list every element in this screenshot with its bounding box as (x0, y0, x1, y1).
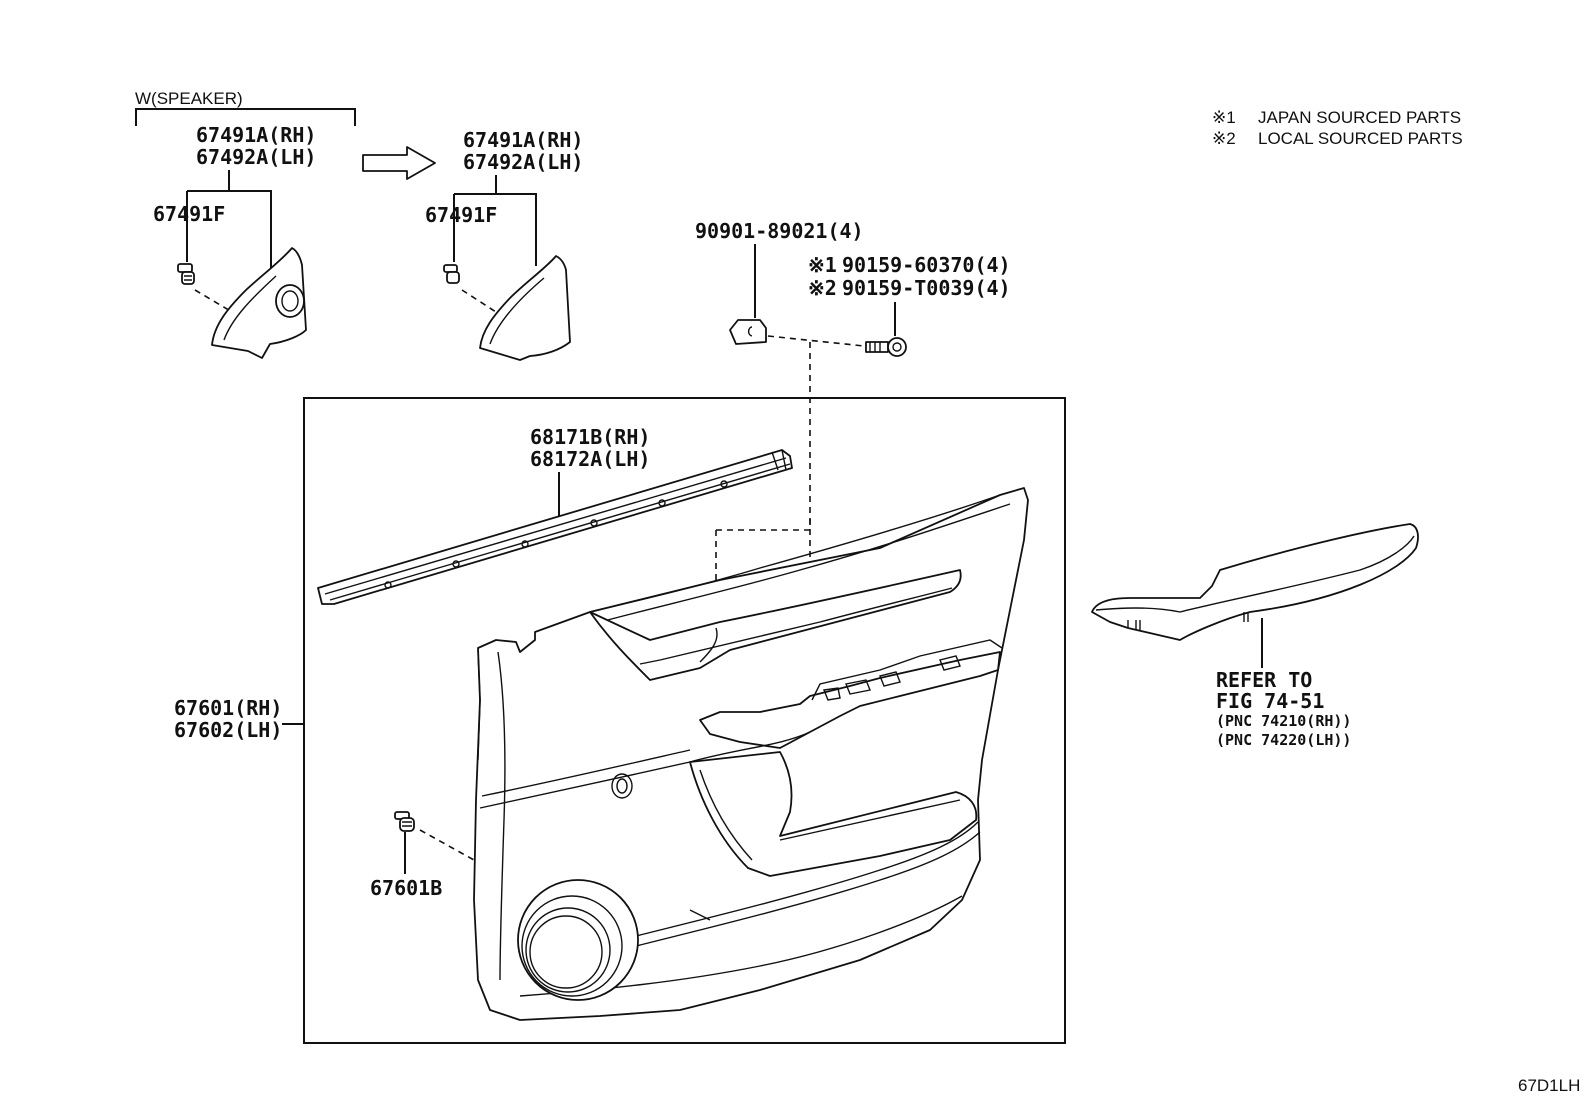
clip-f-label-2: 67491F (425, 203, 497, 227)
pnc-lh-label: (PNC 74220(LH)) (1216, 731, 1351, 749)
armrest-part (1091, 523, 1419, 641)
bolt-jp-mark: ※1 (808, 253, 837, 277)
weatherstrip-lh-label: 68172A(LH) (530, 447, 650, 471)
cover-a-lh-label-2: 67492A(LH) (463, 150, 583, 174)
clip-f-part-2 (443, 264, 460, 284)
nut-label: 90901-89021(4) (695, 219, 864, 243)
door-trim-panel-part (473, 487, 1029, 1021)
cover-a-rh-label-2: 67491A(RH) (463, 128, 583, 152)
plain-cover-part (479, 255, 571, 361)
panel-rh-label: 67601(RH) (174, 696, 282, 720)
bolt-local-label: 90159-T0039(4) (842, 276, 1011, 300)
clip-b-dash (419, 829, 475, 861)
legend: ※1 JAPAN SOURCED PARTS ※2 LOCAL SOURCED … (1212, 108, 1463, 148)
bolt-part (865, 337, 907, 357)
pnc-rh-label: (PNC 74210(RH)) (1216, 712, 1351, 730)
weatherstrip-part (317, 449, 793, 605)
variant-arrow (362, 146, 436, 180)
bolt-local-mark: ※2 (808, 276, 837, 300)
door-panel-label-group: 67601(RH) 67602(LH) (174, 696, 304, 742)
weatherstrip-rh-label: 68171B(RH) (530, 425, 650, 449)
refer-line2: FIG 74-51 (1216, 689, 1324, 713)
cover-a-leader-2 (454, 175, 537, 266)
panel-lh-label: 67602(LH) (174, 718, 282, 742)
nut-part (729, 319, 767, 345)
nut-bolt-dash (767, 335, 865, 347)
clip-b-group: 67601B (370, 811, 475, 900)
plain-cover-group: 67491A(RH) 67492A(LH) 67491F (425, 128, 583, 361)
diagram-code: 67D1LH (1518, 1076, 1580, 1095)
clip-b-label: 67601B (370, 876, 442, 900)
refer-line1: REFER TO (1216, 668, 1312, 692)
armrest-group: REFER TO FIG 74-51 (PNC 74210(RH)) (PNC … (1091, 523, 1419, 749)
speaker-cover-part (211, 247, 307, 359)
cover-a-lh-label: 67492A(LH) (196, 145, 316, 169)
clip-f-label: 67491F (153, 202, 225, 226)
clip-f-dash (194, 289, 233, 313)
clip-f-dash-2 (461, 289, 497, 313)
weatherstrip-group: 68171B(RH) 68172A(LH) (317, 425, 793, 605)
clip-b-part (394, 811, 415, 832)
clip-f-part (177, 263, 195, 285)
speaker-bracket-label: W(SPEAKER) (135, 89, 243, 108)
cover-a-rh-label: 67491A(RH) (196, 123, 316, 147)
bolt-upper-dash (716, 515, 811, 531)
legend-text-1: JAPAN SOURCED PARTS (1258, 108, 1461, 127)
cover-a-leader (187, 170, 272, 268)
door-panel-frame (303, 397, 1066, 1044)
legend-mark-1: ※1 (1212, 108, 1236, 127)
speaker-bracket (135, 108, 356, 126)
bolt-jp-label: 90159-60370(4) (842, 253, 1011, 277)
speaker-cover-group: W(SPEAKER) 67491A(RH) 67492A(LH) 67491F (135, 89, 356, 359)
legend-text-2: LOCAL SOURCED PARTS (1258, 129, 1463, 148)
legend-mark-2: ※2 (1212, 129, 1236, 148)
